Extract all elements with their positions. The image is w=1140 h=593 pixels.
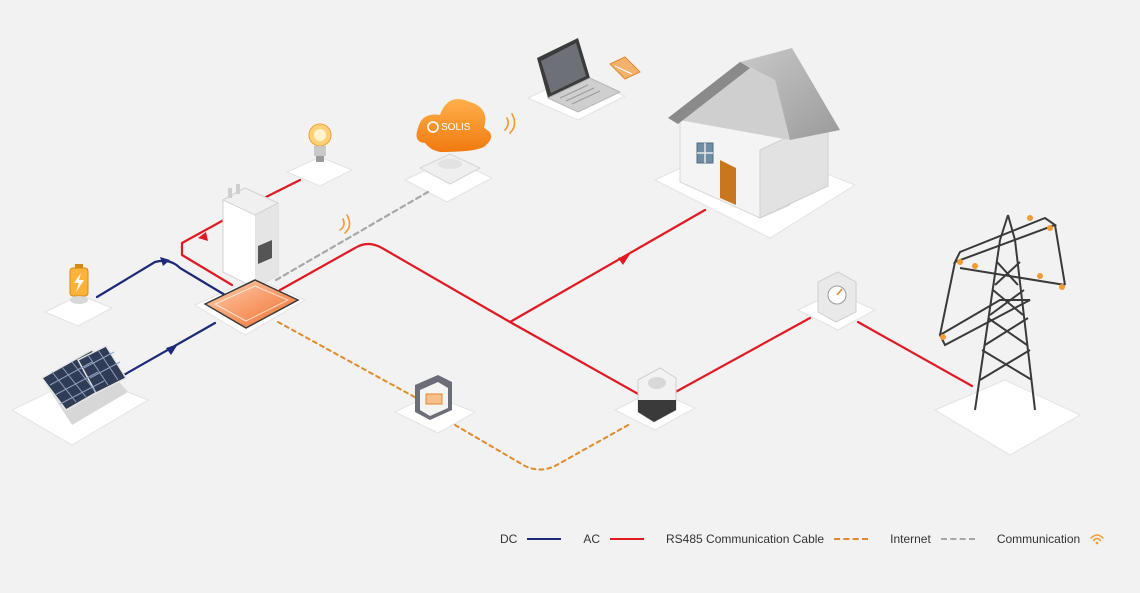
flow-arrows <box>160 232 630 355</box>
legend-label-internet: Internet <box>890 532 931 546</box>
legend-item-internet: Internet <box>890 532 975 546</box>
cloud-icon: SOLIS <box>416 98 492 152</box>
house-icon <box>668 48 840 219</box>
legend-item-rs485: RS485 Communication Cable <box>666 532 869 546</box>
light-bulb-icon <box>308 123 332 162</box>
tower-insulators <box>940 215 1065 340</box>
legend-swatch-rs485 <box>834 538 869 540</box>
legend-label-communication: Communication <box>996 532 1081 546</box>
wifi-icon-cloud <box>504 113 516 134</box>
legend-item-communication: Communication <box>997 532 1104 546</box>
wifi-icon-inverter <box>339 214 351 234</box>
phone-icon <box>609 56 641 80</box>
transmission-tower-icon <box>938 214 1066 411</box>
legend-swatch-internet <box>940 538 975 540</box>
legend-label-rs485: RS485 Communication Cable <box>666 532 825 546</box>
arrow-dc-battery <box>160 257 170 266</box>
battery-storage-icon <box>203 279 300 329</box>
dc-wire-battery <box>95 259 227 299</box>
legend: DC AC RS485 Communication Cable Internet… <box>500 528 1104 550</box>
platforms <box>10 75 1082 456</box>
solar-panel-icon <box>40 345 128 425</box>
legend-swatch-ac <box>610 538 645 540</box>
ac-wire-meter-to-grid <box>856 320 974 388</box>
bulb-platform <box>285 156 354 187</box>
ac-wire-inverter-main <box>278 242 642 397</box>
ac-wire-ct-to-meter <box>668 316 812 397</box>
battery-icon <box>69 264 89 304</box>
arrow-ac-bulb <box>198 232 208 241</box>
smart-meter-icon <box>415 375 452 420</box>
battery-platform <box>43 294 114 327</box>
ac-wire-house <box>508 208 707 324</box>
wireless-signal-icons <box>339 113 516 234</box>
router-icon <box>418 153 482 185</box>
legend-label-dc: DC <box>500 532 518 546</box>
legend-swatch-dc <box>527 538 562 540</box>
current-transformer-icon <box>637 367 677 423</box>
arrow-ac-house <box>618 254 630 265</box>
wifi-icon <box>1090 534 1104 545</box>
rs485-wire <box>277 321 631 471</box>
laptop-icon <box>537 38 622 113</box>
arrow-dc-panel <box>166 344 178 355</box>
legend-item-ac: AC <box>583 532 645 546</box>
legend-item-dc: DC <box>500 532 562 546</box>
cloud-brand-label: SOLIS <box>441 122 471 133</box>
ac-wire-bulb <box>180 178 302 287</box>
grid-meter-icon <box>817 271 857 323</box>
legend-label-ac: AC <box>583 532 601 546</box>
tower-platform <box>933 379 1082 456</box>
inverter-icon <box>221 184 280 289</box>
internet-wire <box>274 190 430 282</box>
